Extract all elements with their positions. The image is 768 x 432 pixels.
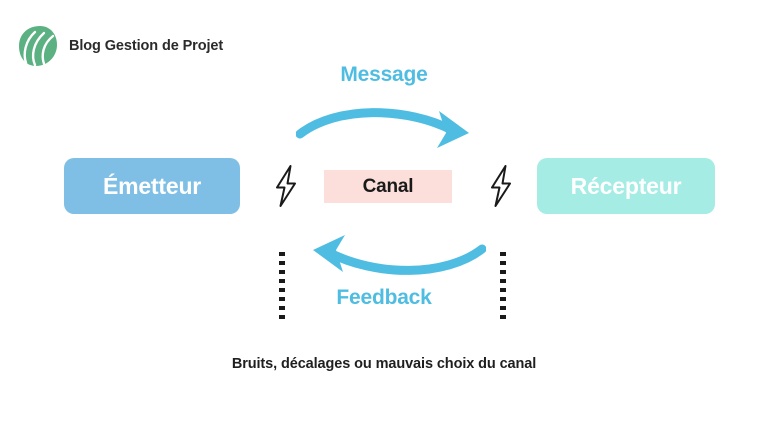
arrow-left-icon-feedback [296,225,487,283]
flow-label-feedback: Feedback [336,286,432,309]
brand-name: Blog Gestion de Projet [69,38,224,54]
lightning-bolt-icon-left [271,164,301,208]
leaf-logo-icon [14,24,60,68]
arrow-right-icon-message [295,98,486,156]
node-sender-label: Émetteur [102,172,202,199]
diagram-caption: Bruits, décalages ou mauvais choix du ca… [231,356,537,372]
lightning-bolt-icon-right [486,164,516,208]
dotted-line-right [500,252,506,324]
node-channel: Canal [324,170,452,203]
node-channel-label: Canal [362,175,414,197]
flow-label-message: Message [340,63,428,86]
node-sender: Émetteur [64,158,240,214]
brand-logo: Blog Gestion de Projet [14,24,223,68]
node-receiver-label: Récepteur [570,172,682,199]
dotted-line-left [279,252,285,324]
node-receiver: Récepteur [537,158,715,214]
